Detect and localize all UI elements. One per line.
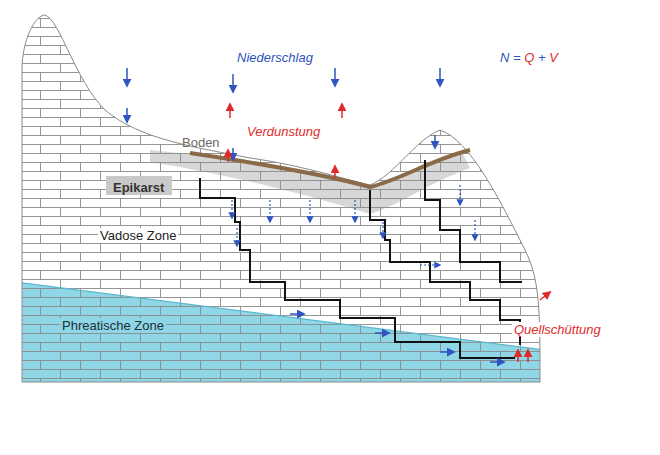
flux-title: Niederschlag (235, 50, 315, 65)
evaporation-arrows (228, 104, 550, 362)
flux-title: Quellschüttung (512, 322, 603, 337)
soil-layer (190, 150, 470, 187)
layer-name: Epikarst (113, 180, 164, 195)
flux-title: Verdunstung (245, 124, 322, 139)
precipitation-arrows (127, 68, 440, 160)
layer-name: Boden (180, 135, 222, 150)
infiltration-arrows (232, 185, 475, 265)
conduits (200, 160, 522, 358)
water-balance-formula: N = Q + V (498, 50, 560, 65)
zone-name: Phreatische Zone (60, 318, 166, 333)
groundwater-arrows (290, 314, 504, 362)
layer-box: Epikarst (106, 176, 172, 195)
zone-name: Vadose Zone (98, 228, 178, 243)
